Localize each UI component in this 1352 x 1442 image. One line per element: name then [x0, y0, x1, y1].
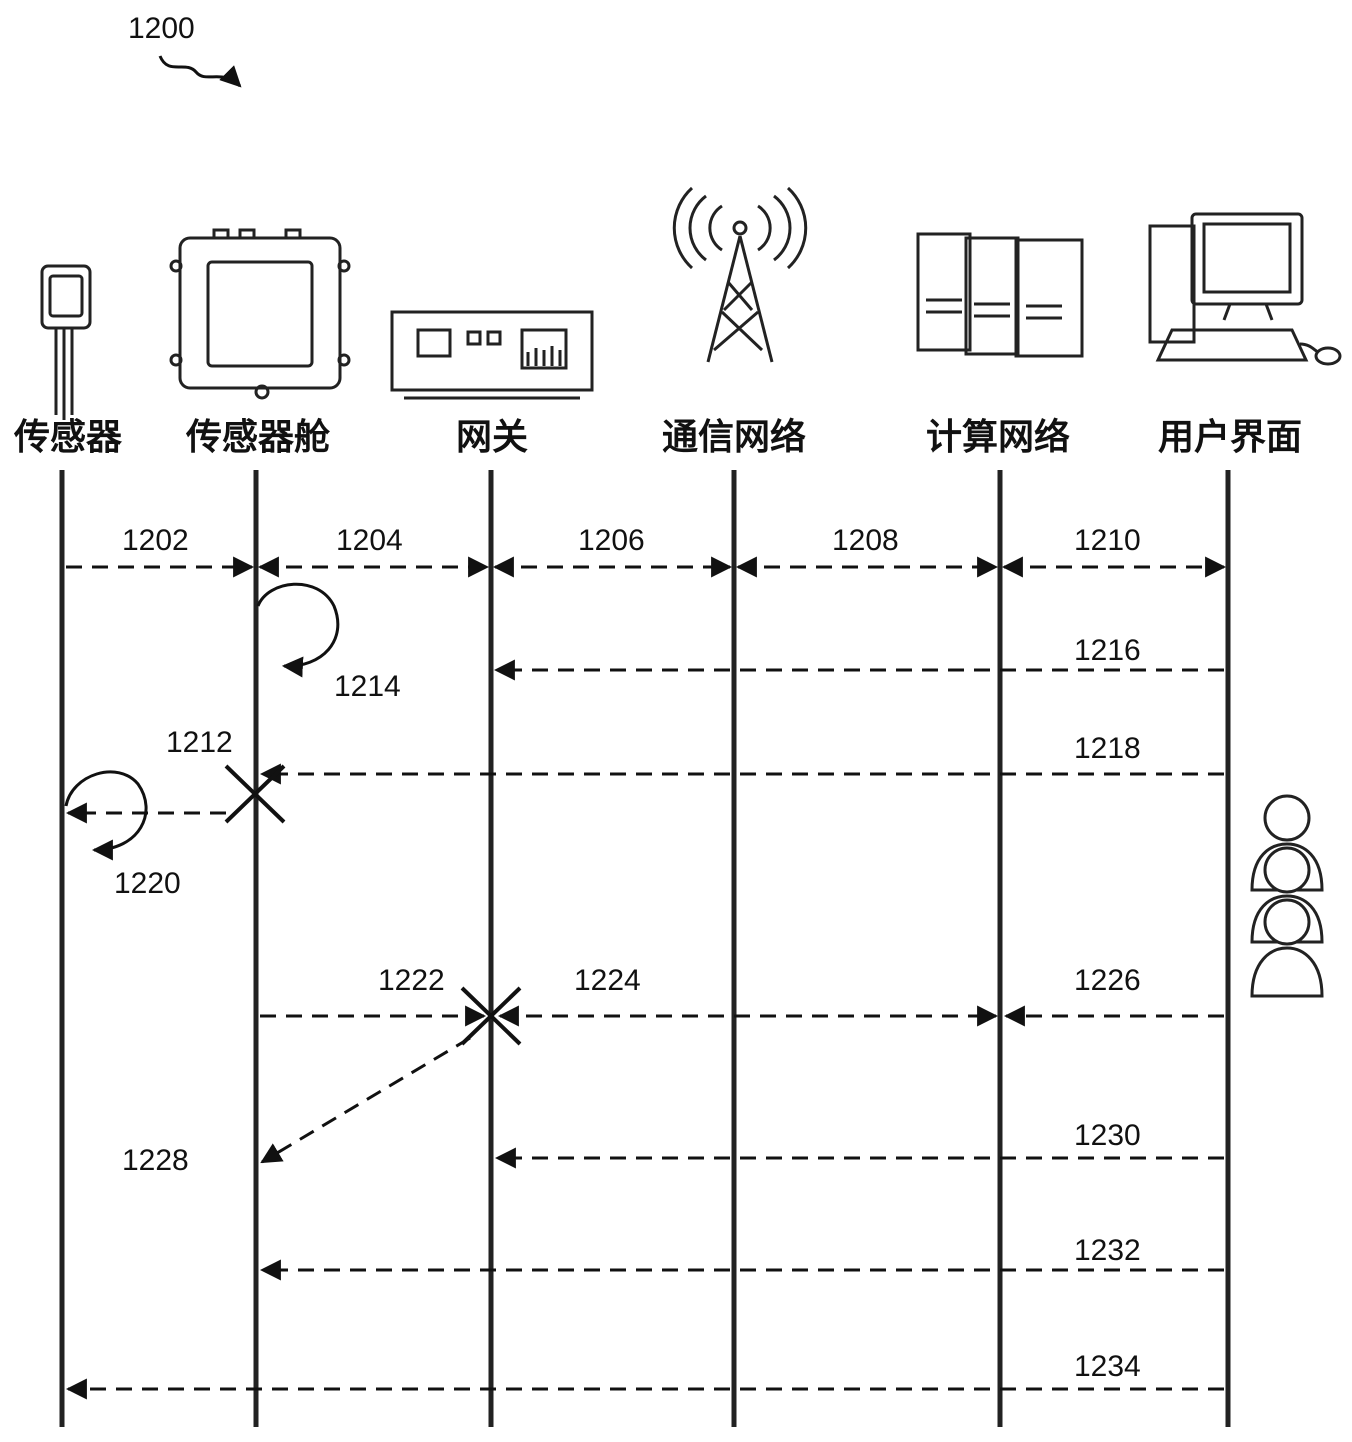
message-label-1232: 1232: [1074, 1234, 1141, 1267]
self-loop-1214: [256, 582, 340, 678]
message-label-1222: 1222: [378, 964, 445, 997]
gateway-box-icon: [390, 310, 594, 400]
lane-label-pod: 传感器舱: [185, 417, 330, 458]
message-label-1204: 1204: [336, 524, 403, 557]
message-label-1228: 1228: [122, 1144, 189, 1177]
message-label-1224: 1224: [574, 964, 641, 997]
message-label-1234: 1234: [1074, 1350, 1141, 1383]
message-label-1230: 1230: [1074, 1119, 1141, 1152]
message-label-1202: 1202: [122, 524, 189, 557]
self-loop-label-1212: 1212: [166, 726, 233, 759]
self-loop-1220: [64, 770, 148, 861]
desktop-computer-icon: [1148, 212, 1342, 366]
sensor-pod-enclosure-icon: [169, 228, 351, 400]
message-label-1218: 1218: [1074, 732, 1141, 765]
self-loop-label-1214: 1214: [334, 670, 401, 703]
radio-tower-icon: [672, 186, 808, 363]
message-arrow-1228: [260, 1036, 471, 1164]
lane-label-compute: 计算网络: [926, 416, 1070, 458]
figure-ref-label: 1200: [128, 12, 195, 45]
lane-label-comm: 通信网络: [662, 416, 806, 458]
blocked-cross-1212: [224, 764, 286, 824]
blocked-cross-1222: [460, 986, 522, 1046]
lane-label-gateway: 网关: [456, 417, 528, 458]
figure-ref-squiggle: [158, 55, 242, 88]
message-label-1206: 1206: [578, 524, 645, 557]
message-label-1216: 1216: [1074, 634, 1141, 667]
server-rack-icon: [916, 232, 1084, 358]
lane-label-ui: 用户界面: [1158, 417, 1302, 458]
message-label-1208: 1208: [832, 524, 899, 557]
message-label-1210: 1210: [1074, 524, 1141, 557]
lane-label-sensor: 传感器: [13, 417, 123, 458]
message-label-1226: 1226: [1074, 964, 1141, 997]
user-group-icon: [1250, 794, 1324, 998]
sensor-probe-icon: [40, 264, 92, 420]
message-label-1220: 1220: [114, 867, 181, 900]
